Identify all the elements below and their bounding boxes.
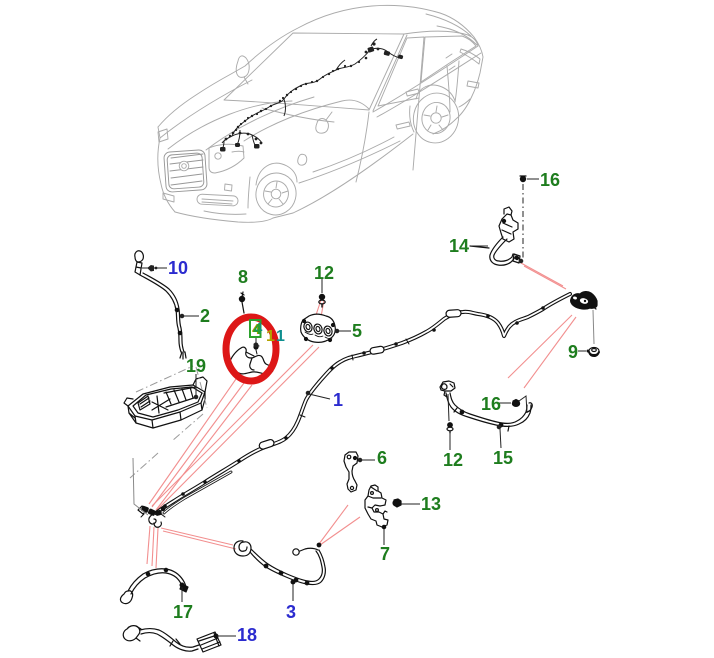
- svg-text:1: 1: [266, 328, 275, 345]
- svg-text:16: 16: [540, 170, 560, 190]
- svg-text:14: 14: [449, 236, 469, 256]
- svg-text:9: 9: [568, 342, 578, 362]
- svg-text:7: 7: [380, 544, 390, 564]
- svg-text:3: 3: [286, 602, 296, 622]
- svg-text:4: 4: [252, 321, 261, 338]
- svg-text:5: 5: [352, 321, 362, 341]
- svg-text:2: 2: [200, 306, 210, 326]
- svg-text:1: 1: [333, 390, 343, 410]
- svg-text:16: 16: [481, 394, 501, 414]
- svg-text:19: 19: [186, 356, 206, 376]
- svg-text:6: 6: [377, 448, 387, 468]
- svg-text:1: 1: [276, 328, 285, 345]
- svg-text:12: 12: [443, 450, 463, 470]
- svg-text:17: 17: [173, 602, 193, 622]
- svg-text:4: 4: [254, 320, 263, 337]
- svg-text:10: 10: [168, 258, 188, 278]
- svg-text:15: 15: [493, 448, 513, 468]
- svg-text:18: 18: [237, 625, 257, 645]
- svg-text:12: 12: [314, 263, 334, 283]
- svg-text:4: 4: [253, 321, 262, 338]
- svg-text:13: 13: [421, 494, 441, 514]
- svg-text:8: 8: [238, 267, 248, 287]
